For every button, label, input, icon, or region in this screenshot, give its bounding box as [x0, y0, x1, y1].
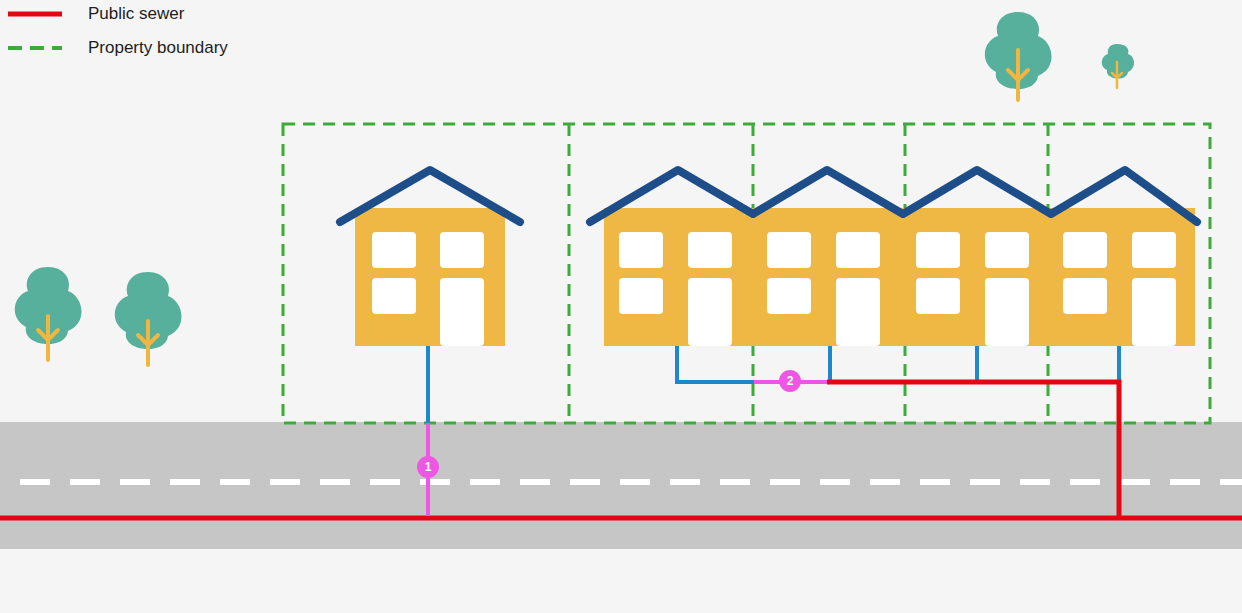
property-boundary — [283, 124, 1210, 423]
public-sewer — [0, 382, 1242, 518]
tree — [1102, 44, 1134, 88]
callout-circle — [779, 370, 801, 392]
lateral-drain — [428, 382, 827, 516]
detached-house — [340, 170, 520, 346]
legend-line-sample — [8, 12, 62, 17]
legend-label: Property boundary — [88, 38, 228, 58]
callout-number: 1 — [418, 457, 438, 477]
tree — [15, 267, 82, 360]
legend-line-sample — [8, 46, 62, 50]
callout-number: 2 — [780, 371, 800, 391]
terraced-houses — [590, 170, 1197, 346]
road-marking — [20, 479, 1242, 485]
callout-circle — [417, 456, 439, 478]
legend-label: Public sewer — [88, 4, 184, 24]
tree — [985, 12, 1052, 100]
road — [0, 422, 1242, 549]
tree — [115, 272, 182, 365]
